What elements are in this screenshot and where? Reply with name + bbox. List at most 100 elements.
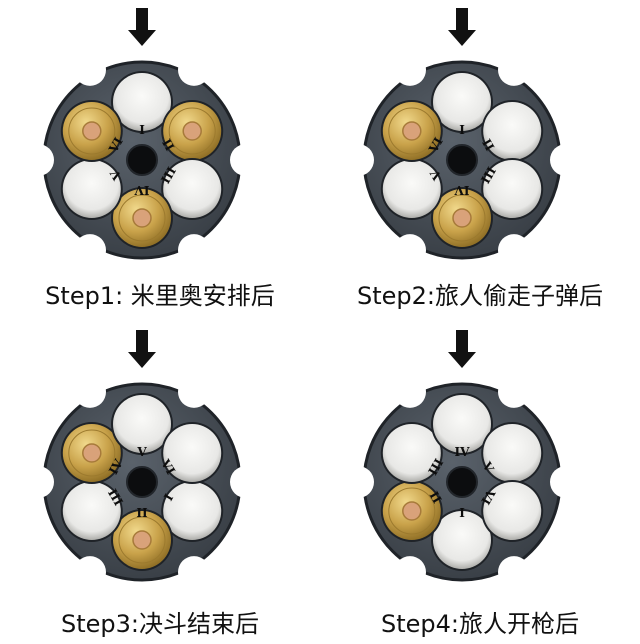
cylinder-flute [178, 234, 210, 267]
chamber-hole [483, 482, 542, 540]
empty-chamber-VI [481, 480, 544, 542]
chamber-numeral-I: I [459, 123, 465, 137]
step2-caption: Step2:旅人偷走子弹后 [357, 282, 603, 310]
chamber-hole [433, 73, 491, 131]
cylinder-flute [498, 556, 530, 589]
cylinder-flute [22, 466, 54, 498]
chamber-hole [62, 482, 121, 540]
chamber-numeral-IV: IV [455, 445, 471, 459]
chamber-numeral-I: I [139, 123, 145, 137]
cylinder-flute [550, 144, 582, 176]
chamber-hole [483, 160, 542, 218]
step3-caption: Step3:决斗结束后 [61, 610, 259, 638]
chamber-hole [483, 424, 542, 482]
loaded-chamber-II [111, 509, 173, 571]
empty-chamber-I [161, 480, 224, 542]
cylinder-flute [394, 556, 426, 589]
down-arrow-icon [128, 8, 156, 46]
cylinder-flute [74, 234, 106, 267]
chamber-hole [163, 424, 222, 482]
loaded-chamber-VI [380, 100, 443, 162]
bullet-primer [82, 121, 102, 141]
bullet-primer [452, 208, 472, 228]
cylinder-flute [394, 375, 426, 408]
chamber-hole [433, 511, 491, 569]
cylinder-flute [178, 556, 210, 589]
chamber-numeral-II: II [136, 505, 148, 519]
cylinder-flute [342, 144, 374, 176]
empty-chamber-V [481, 422, 544, 484]
center-pin-hole [446, 466, 478, 498]
cylinder-flute [550, 466, 582, 498]
down-arrow-icon [448, 330, 476, 368]
chamber-hole [483, 102, 542, 160]
center-pin-hole [126, 144, 158, 176]
center-pin-hole [126, 466, 158, 498]
chamber-hole [113, 73, 171, 131]
cylinder-flute [74, 375, 106, 408]
empty-chamber-I [431, 71, 493, 133]
chamber-hole [62, 160, 121, 218]
chamber-numeral-V: V [136, 445, 147, 459]
loaded-chamber-IV [60, 422, 123, 484]
down-arrow-icon [448, 8, 476, 46]
chamber-hole [163, 482, 222, 540]
empty-chamber-V [111, 393, 173, 455]
chamber-hole [163, 160, 222, 218]
chamber-numeral-IV: IV [134, 183, 150, 197]
bullet-primer [82, 443, 102, 463]
chamber-numeral-I: I [459, 505, 465, 519]
center-pin-hole [446, 144, 478, 176]
cylinder-flute [230, 144, 262, 176]
cylinder-flute [74, 53, 106, 86]
cylinder-flute [178, 53, 210, 86]
bullet-primer [402, 501, 422, 521]
loaded-chamber-II [161, 100, 224, 162]
loaded-chamber-VI [60, 100, 123, 162]
loaded-chamber-IV [111, 187, 173, 249]
chamber-hole [382, 424, 441, 482]
cylinder-flute [74, 556, 106, 589]
cylinder-flute [394, 234, 426, 267]
chamber-hole [433, 395, 491, 453]
empty-chamber-I [111, 71, 173, 133]
step4-caption: Step4:旅人开枪后 [381, 610, 579, 638]
empty-chamber-V [380, 158, 443, 220]
down-arrow-icon [128, 330, 156, 368]
cylinder-flute [342, 466, 374, 498]
chamber-numeral-IV: IV [454, 183, 470, 197]
loaded-chamber-II [380, 480, 443, 542]
chamber-hole [382, 160, 441, 218]
empty-chamber-I [431, 509, 493, 571]
bullet-primer [132, 530, 152, 550]
empty-chamber-III [60, 480, 123, 542]
cylinder-flute [498, 234, 530, 267]
bullet-primer [402, 121, 422, 141]
chamber-hole [113, 395, 171, 453]
empty-chamber-III [481, 158, 544, 220]
chamber-numeral-IV: IV [106, 456, 126, 477]
empty-chamber-III [380, 422, 443, 484]
loaded-chamber-IV [431, 187, 493, 249]
cylinder-flute [394, 53, 426, 86]
empty-chamber-V [60, 158, 123, 220]
cylinder-flute [498, 375, 530, 408]
empty-chamber-II [481, 100, 544, 162]
bullet-primer [132, 208, 152, 228]
empty-chamber-VI [161, 422, 224, 484]
cylinder-flute [178, 375, 210, 408]
step1-caption: Step1: 米里奥安排后 [45, 282, 275, 310]
cylinder-flute [230, 466, 262, 498]
empty-chamber-III [161, 158, 224, 220]
cylinder-flute [498, 53, 530, 86]
bullet-primer [182, 121, 202, 141]
cylinder-flute [22, 144, 54, 176]
